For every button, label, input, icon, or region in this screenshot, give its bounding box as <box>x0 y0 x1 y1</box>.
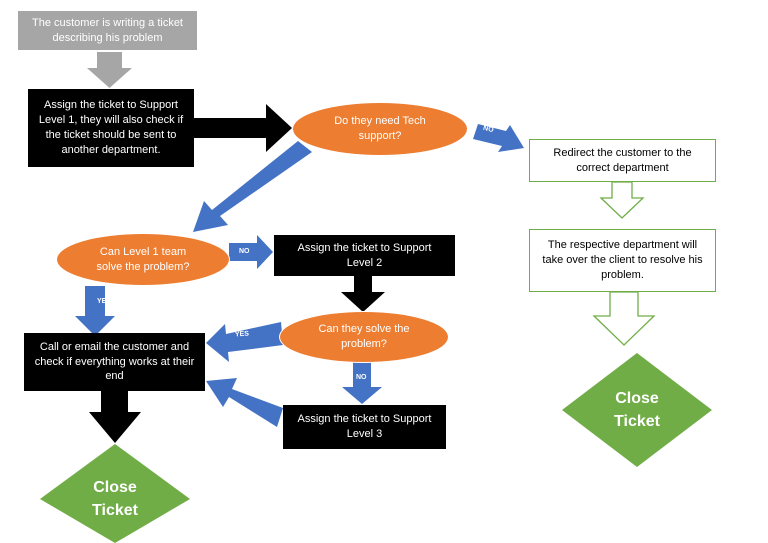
close-ticket-right-diamond <box>562 353 712 467</box>
node-assign-level3: Assign the ticket to Support Level 3 <box>283 405 446 449</box>
node-level2-can-solve: Can they solve the problem? <box>279 311 449 363</box>
arrow-l3-to-call <box>206 378 283 427</box>
arrow-redirect-to-dept <box>599 181 645 219</box>
close-ticket-left-label: Close Ticket <box>92 478 138 519</box>
arrow-assign-to-tech <box>194 104 292 152</box>
close-ticket-right-label: Close Ticket <box>614 389 660 430</box>
node-department-resolves: The respective department will take over… <box>529 229 716 292</box>
close-ticket-left-diamond <box>40 444 190 543</box>
arrow-call-to-close <box>89 391 141 443</box>
arrow-tech-no <box>473 124 524 152</box>
node-call-email-customer: Call or email the customer and check if … <box>24 333 205 391</box>
arrow-start-to-assign <box>87 52 132 88</box>
arrow-l2-yes <box>206 322 283 362</box>
node-redirect-customer: Redirect the customer to the correct dep… <box>529 139 716 182</box>
node-need-tech-support: Do they need Tech support? <box>292 102 468 156</box>
edge-label-l1-no: NO <box>239 248 250 255</box>
arrow-tech-to-l1 <box>193 141 312 232</box>
edge-label-l2-yes: YES <box>234 330 250 339</box>
node-start: The customer is writing a ticket describ… <box>18 11 197 50</box>
node-level1-can-solve: Can Level 1 team solve the problem? <box>56 233 230 286</box>
node-assign-level2: Assign the ticket to Support Level 2 <box>274 235 455 276</box>
arrow-l1-yes <box>75 286 115 336</box>
edge-label-l2-no: NO <box>356 374 367 381</box>
arrow-l2-to-question <box>341 276 385 312</box>
edge-label-l1-yes: YE <box>97 298 107 305</box>
arrow-dept-to-close <box>592 291 656 346</box>
node-assign-level1: Assign the ticket to Support Level 1, th… <box>28 89 194 167</box>
arrow-l2-no <box>342 362 382 404</box>
arrow-l1-no <box>229 235 273 269</box>
